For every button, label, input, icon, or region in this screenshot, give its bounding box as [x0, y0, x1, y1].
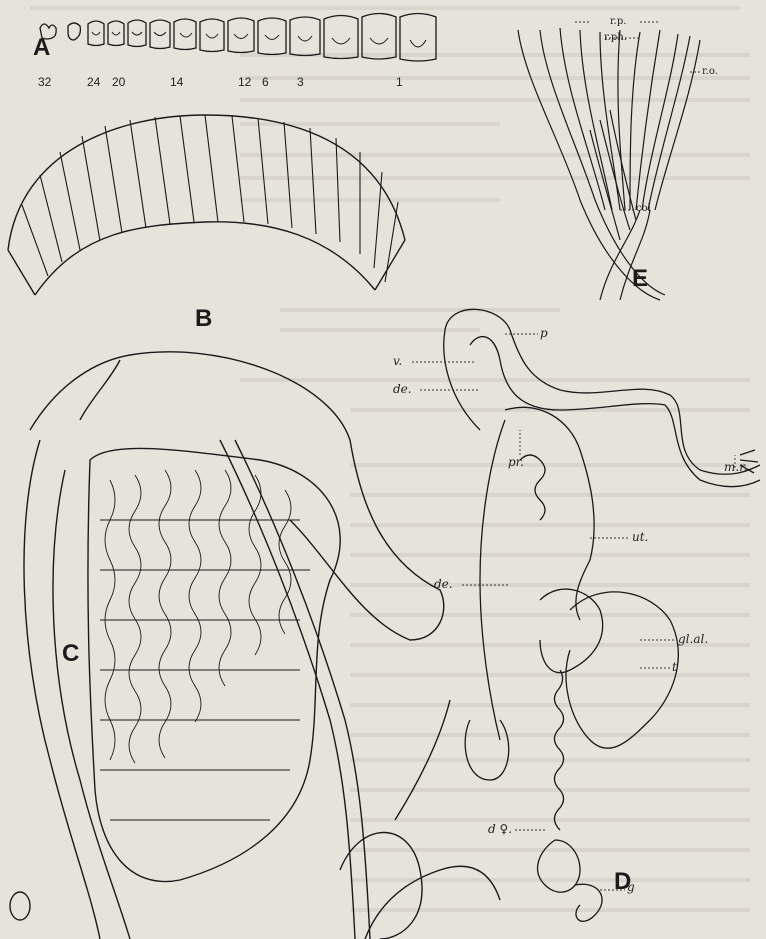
leader-lines: [0, 0, 766, 939]
plate: A 3224201412631 B: [0, 0, 766, 939]
